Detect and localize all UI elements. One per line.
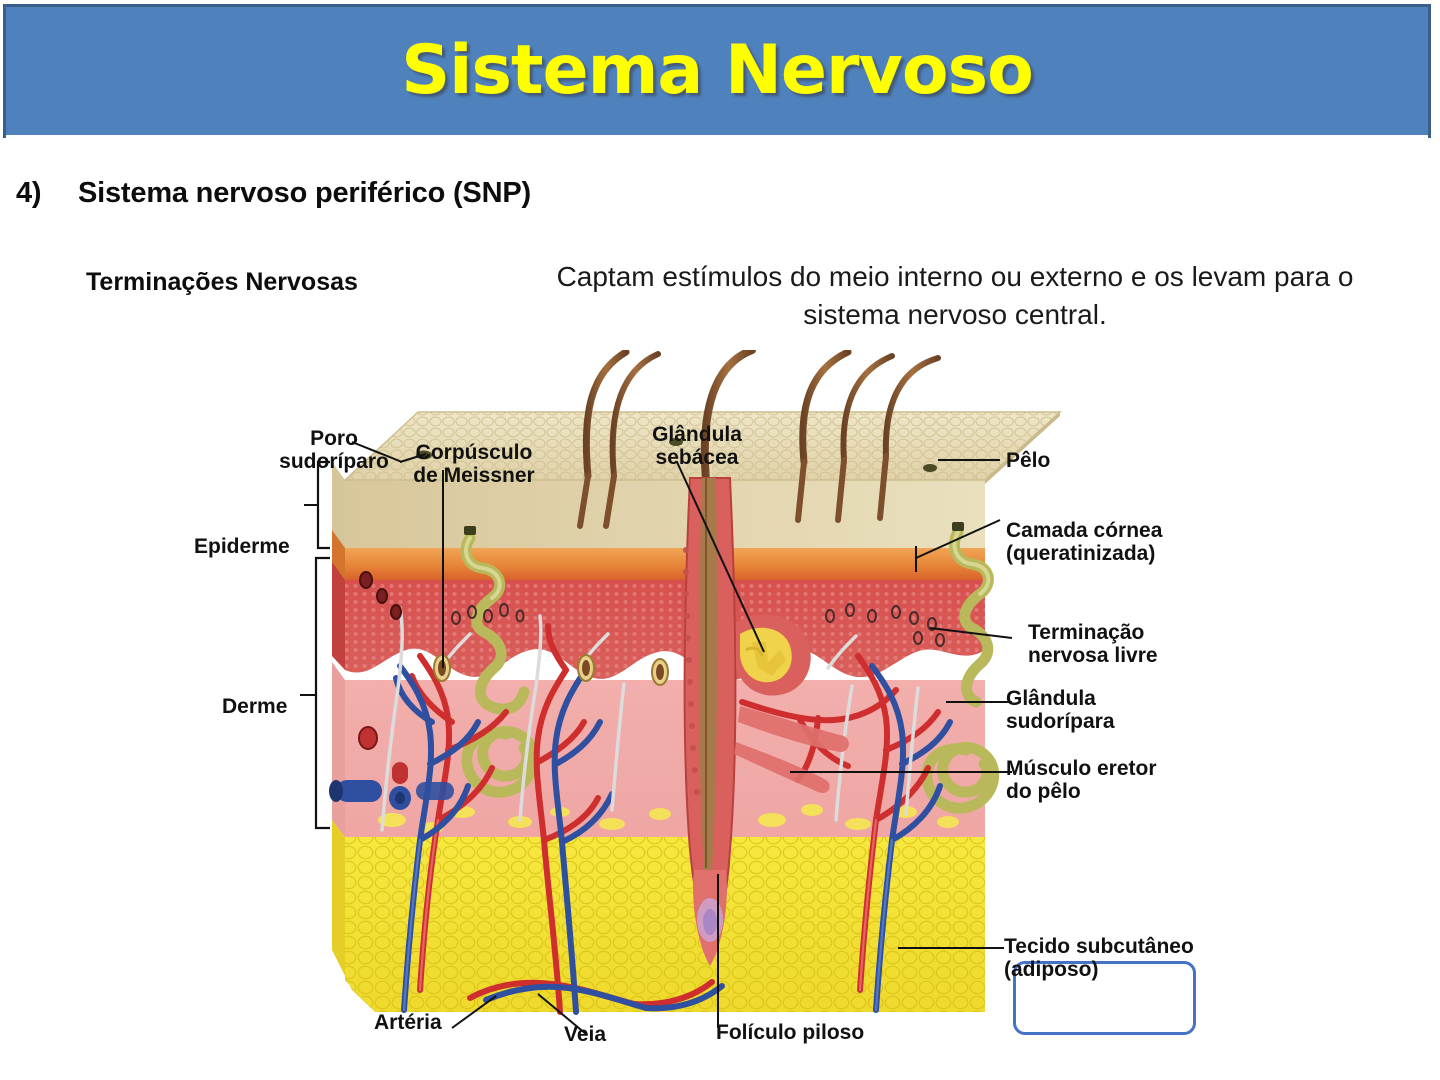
veins — [393, 663, 953, 1015]
label-pelo: Pêlo — [1006, 449, 1051, 472]
label-tecido-subcutaneo: Tecido subcutâneo (adiposo) — [1004, 935, 1194, 981]
description-text: Captam estímulos do meio interno ou exte… — [556, 261, 1354, 330]
label-terminacao-nervosa-livre: Terminação nervosa livre — [1028, 621, 1158, 667]
label-camada-cornea: Camada córnea (queratinizada) — [1006, 519, 1163, 565]
leader-lines — [300, 441, 1013, 1035]
free-nerve-endings — [451, 603, 945, 647]
label-poro-sudoriparo: Poro sudoríparo — [279, 427, 389, 473]
label-corpusculo-de-meissner: Corpúsculo de Meissner — [413, 441, 535, 487]
title-banner: Sistema Nervoso — [3, 4, 1431, 143]
skin-diagram-svg — [300, 350, 1062, 1035]
skin-cross-section-diagram: Poro sudoríparo Corpúsculo de Meissner G… — [0, 350, 1440, 1070]
label-epiderme: Epiderme — [194, 535, 290, 558]
label-musculo-eretor-do-pelo: Músculo eretor do pêlo — [1006, 757, 1157, 803]
free-nerve-ending-highlight-box — [1013, 961, 1196, 1035]
hair-strands — [582, 350, 941, 484]
arrector-pili-muscles — [734, 706, 849, 793]
label-glandula-sudoripara: Glândula sudorípara — [1006, 687, 1115, 733]
section-heading-text: Sistema nervoso periférico (SNP) — [78, 177, 531, 209]
meissner-corpuscles — [433, 654, 669, 686]
label-veia: Veia — [564, 1023, 607, 1046]
subtopic-label: Terminações Nervosas — [86, 268, 358, 296]
page-title: Sistema Nervoso — [401, 31, 1034, 110]
label-glandula-sebacea: Glândula sebácea — [652, 423, 742, 469]
label-arteria: Artéria — [374, 1011, 442, 1034]
section-heading: 4) Sistema nervoso periférico (SNP) — [16, 177, 531, 210]
label-derme: Derme — [222, 695, 288, 718]
label-foliculo-piloso: Folículo piloso — [716, 1021, 865, 1044]
cut-vessels — [329, 571, 454, 810]
sebaceous-gland — [736, 614, 811, 696]
section-number: 4) — [16, 177, 42, 209]
